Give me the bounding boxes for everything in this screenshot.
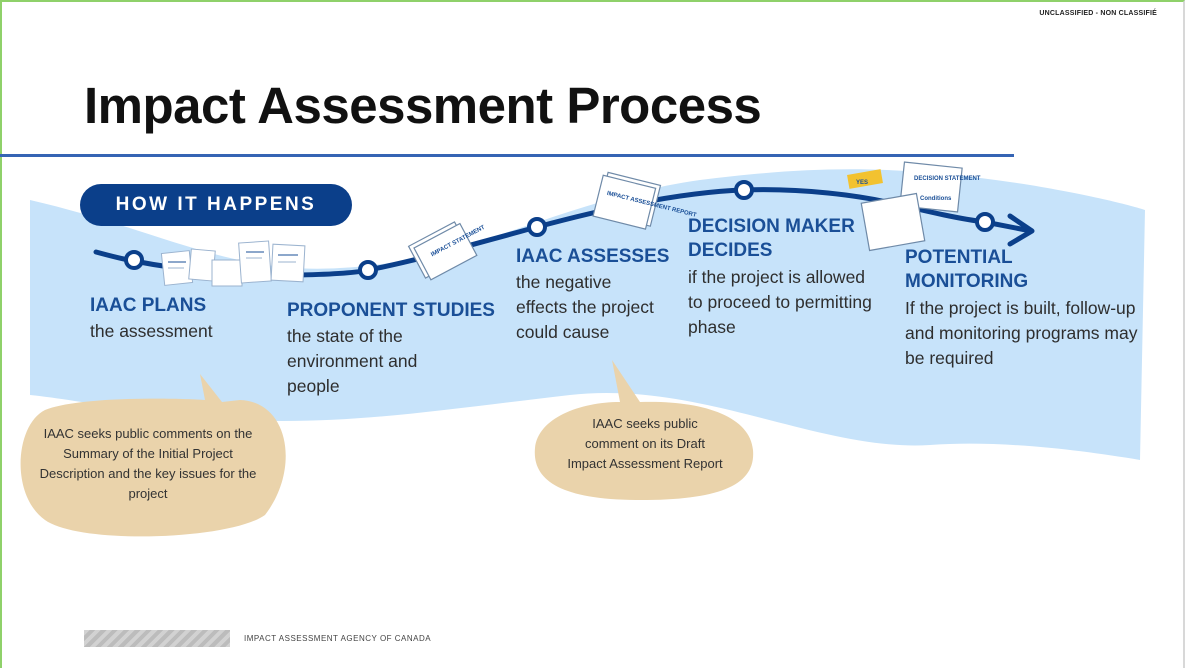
- impact-statement-document-icon: IMPACT STATEMENT: [407, 221, 486, 281]
- stage-1-description: the assessment: [90, 321, 213, 341]
- comment-bubble-1: [20, 374, 286, 537]
- stage-4-description: if the project is allowed to proceed to …: [688, 267, 872, 337]
- milestone-node-3: [527, 217, 547, 237]
- stage-5-title: POTENTIAL MONITORING: [905, 247, 1029, 292]
- stage-2-title: PROPONENT STUDIES: [287, 300, 495, 321]
- decision-statement-label: DECISION STATEMENT: [914, 176, 981, 182]
- arrow-head-icon: [1007, 213, 1035, 247]
- slide-title: Impact Assessment Process: [84, 77, 762, 134]
- footer-stripe: [84, 630, 230, 647]
- yes-label: YES: [856, 180, 868, 186]
- milestone-node-5: [975, 212, 995, 232]
- stage-4-title: DECISION MAKER DECIDES: [688, 216, 855, 261]
- stage-3-title: IAAC ASSESSES: [516, 246, 670, 267]
- comment-bubble-1-text: IAAC seeks public comments on the Summar…: [39, 426, 257, 501]
- title-divider: [0, 154, 1014, 157]
- stage-3-description: the negative effects the project could c…: [516, 272, 654, 342]
- comment-bubble-2: [534, 360, 754, 500]
- milestone-node-4: [734, 180, 754, 200]
- milestone-node-1: [124, 250, 144, 270]
- footer-agency-name: IMPACT ASSESSMENT AGENCY OF CANADA: [244, 634, 432, 643]
- stage-5-description: If the project is built, follow-up and m…: [905, 298, 1138, 368]
- comment-bubble-2-text: IAAC seeks public comment on its Draft I…: [567, 416, 723, 471]
- river-band: [30, 169, 1145, 460]
- decision-documents-icon: YES DECISION STATEMENT Conditions: [847, 161, 981, 252]
- classification-label: UNCLASSIFIED - NON CLASSIFIÉ: [1039, 10, 1157, 17]
- documents-icon: [160, 240, 306, 287]
- stage-2-description: the state of the environment and people: [287, 326, 418, 396]
- how-it-happens-badge: HOW IT HAPPENS: [80, 184, 352, 226]
- conditions-label: Conditions: [920, 196, 952, 202]
- milestone-node-2: [358, 260, 378, 280]
- stage-1-title: IAAC PLANS: [90, 295, 207, 316]
